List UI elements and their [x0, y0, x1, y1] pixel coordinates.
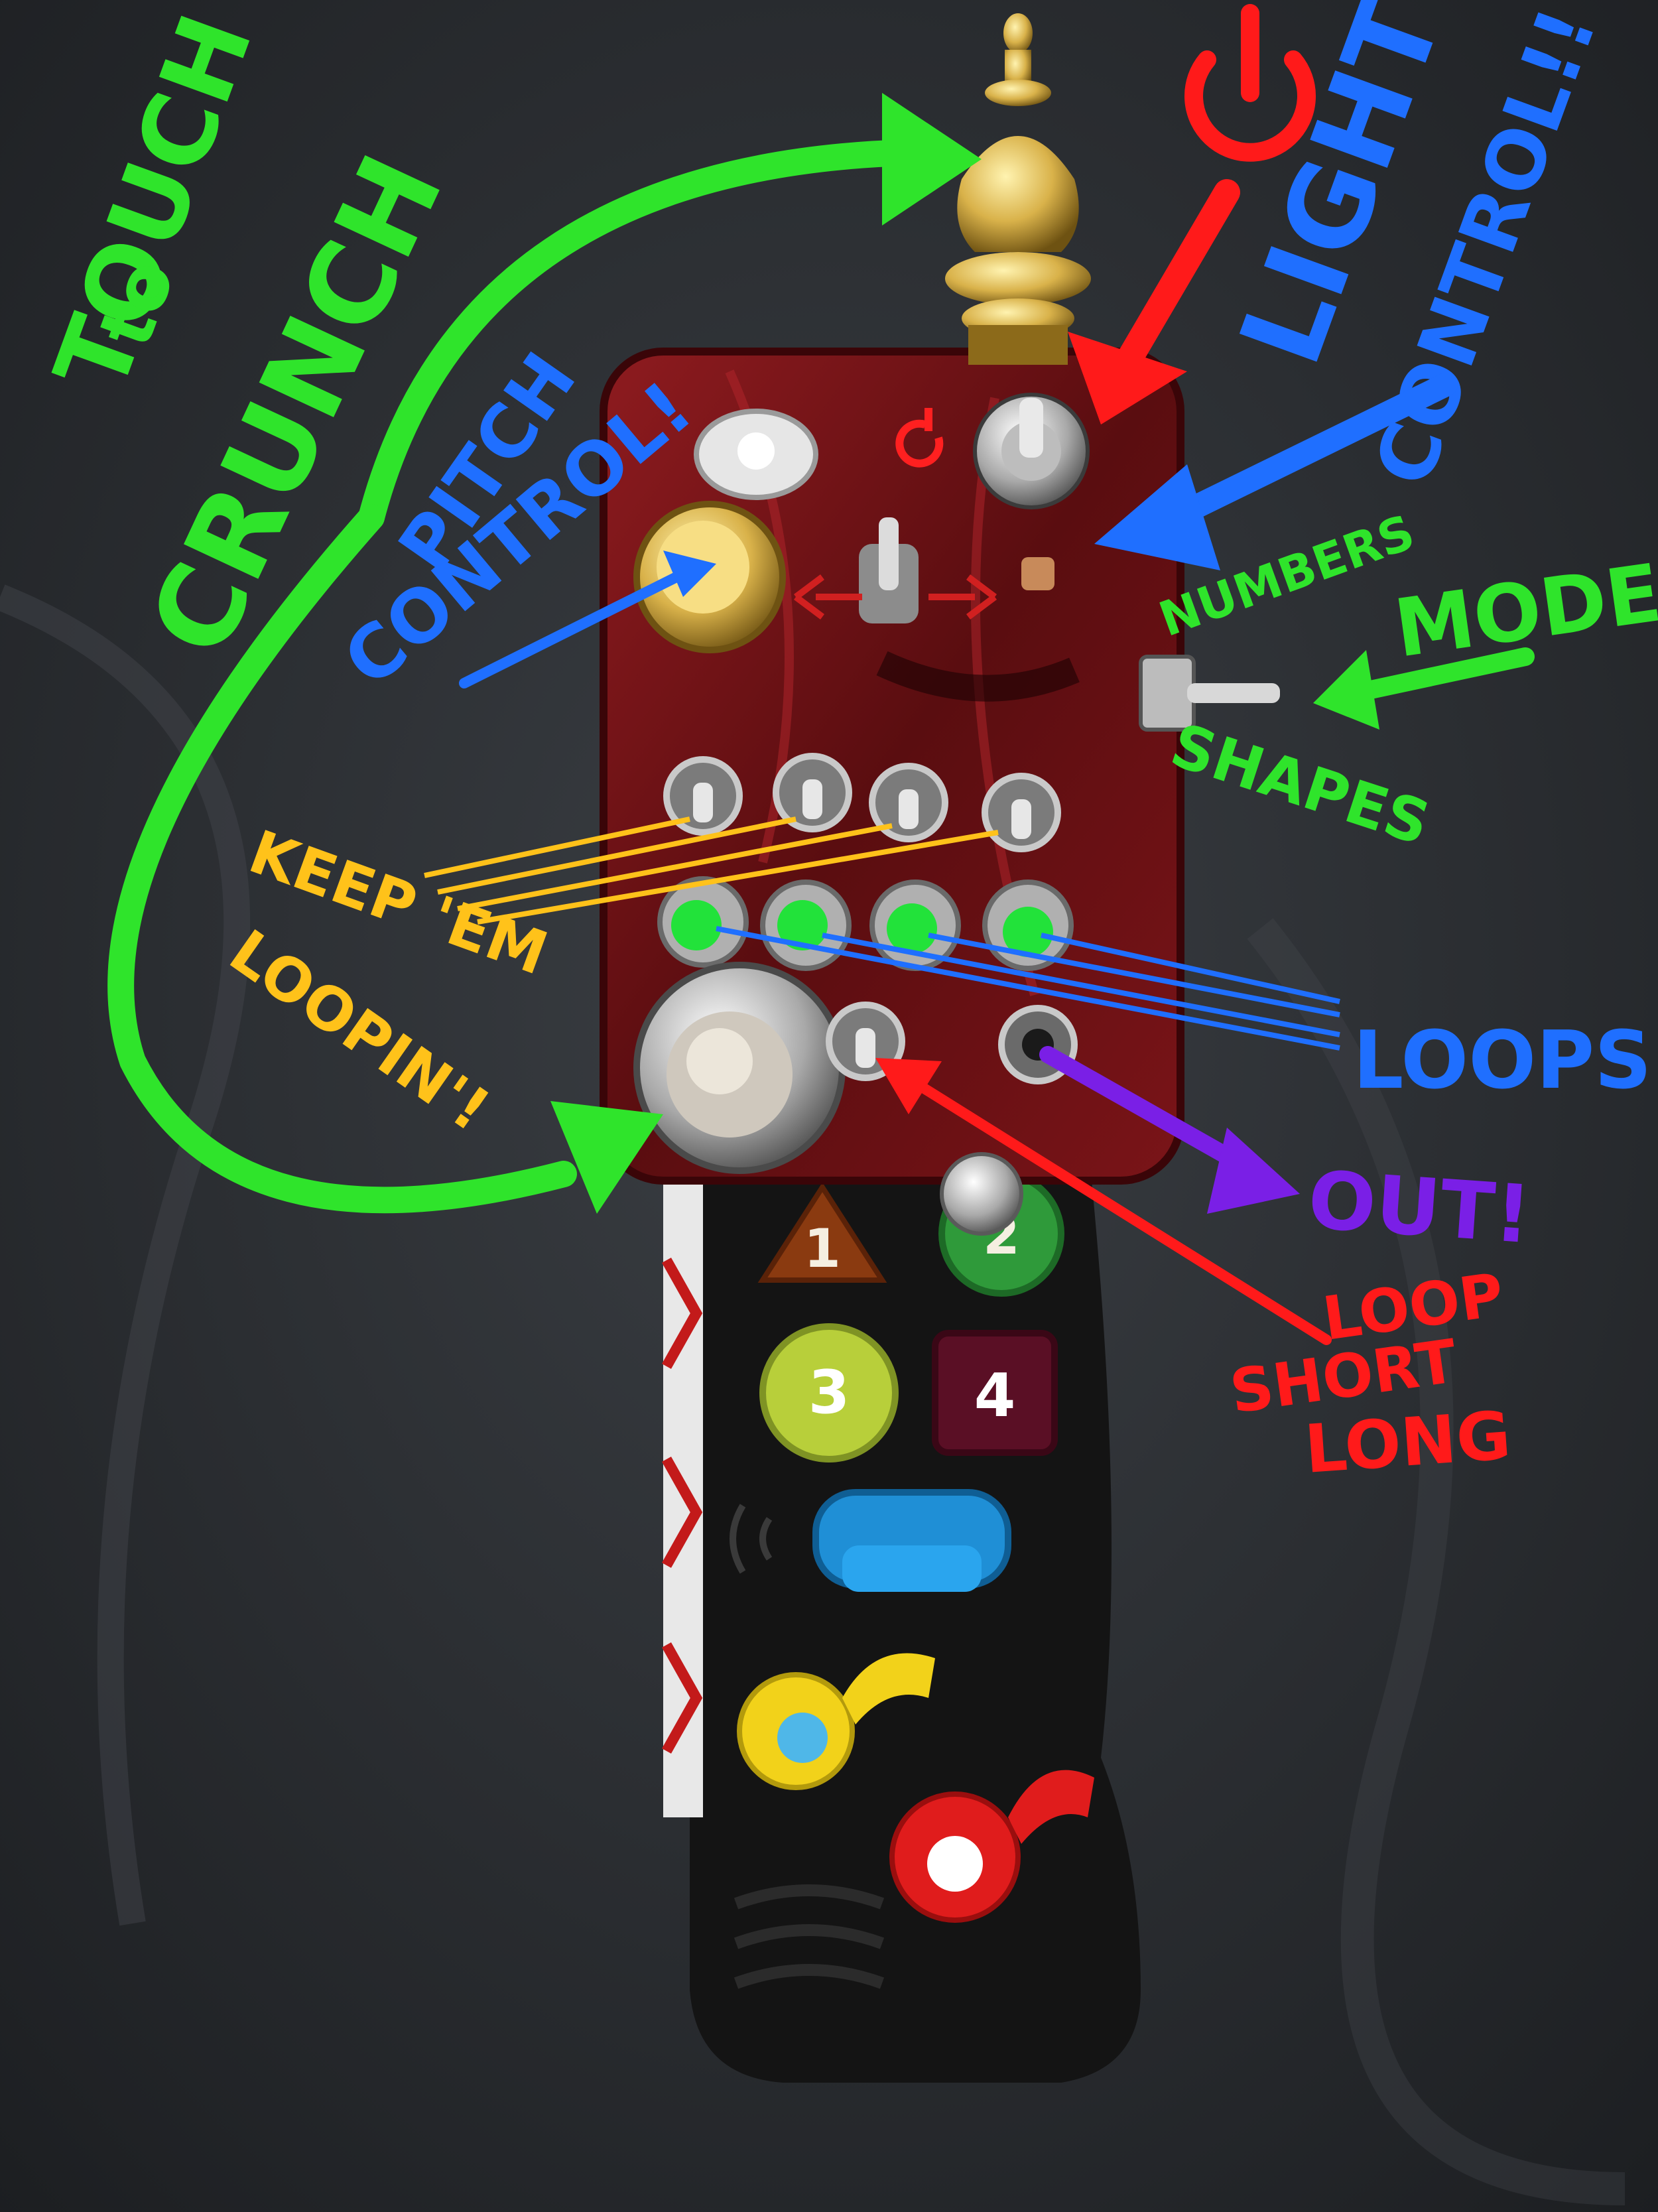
dog-icon: [927, 1836, 983, 1892]
key-3[interactable]: 3: [759, 1323, 899, 1463]
out-label: OUT!: [1305, 1154, 1534, 1262]
cloth-fold: [1247, 918, 1626, 2205]
out-arrow-head: [1207, 1128, 1300, 1214]
telephone-icon: [842, 1545, 982, 1592]
touch-crunch-arrow-bottom: [107, 504, 577, 1214]
power-arrow-head: [1068, 332, 1187, 424]
loop-toggle-2[interactable]: [773, 753, 852, 832]
clear-led: [694, 409, 818, 500]
loop-button-2[interactable]: [760, 879, 852, 971]
keep-arrow-4: [477, 830, 999, 925]
pitch-arrow-head: [663, 551, 716, 597]
loops-arrow-4: [1041, 933, 1340, 1004]
mode-arrow-head: [1313, 650, 1379, 730]
telephone-button[interactable]: [730, 1489, 1011, 1592]
chrome-button-bottom[interactable]: [940, 1152, 1023, 1236]
out-arrow: [1039, 1046, 1255, 1176]
power-symbol-annotation: [1184, 4, 1316, 162]
loops-label: LOOPS: [1353, 1015, 1652, 1107]
grip-wave: [733, 1964, 885, 1989]
red-double-arrow-left: [794, 574, 862, 619]
stomp-footswitch[interactable]: [633, 962, 846, 1174]
key-4[interactable]: 4: [932, 1330, 1058, 1456]
mode-light-toggle[interactable]: [859, 517, 919, 623]
grip-wave: [733, 1924, 885, 1949]
loop-toggle-1[interactable]: [663, 756, 743, 836]
long-label: LONG: [1303, 1397, 1513, 1488]
light-control-arrow-head: [1094, 464, 1220, 570]
light-sensor: [1021, 557, 1054, 590]
key-1-label: 1: [804, 1218, 841, 1279]
keep-arrow-1: [424, 816, 690, 878]
touch-crunch-arrow-top: [358, 139, 922, 531]
touch-crunch-arrow-top-head: [882, 93, 982, 226]
power-icon: [895, 408, 944, 468]
loop-toggle-3[interactable]: [869, 763, 948, 842]
keep-arrow-2: [437, 816, 797, 895]
loop-button-4[interactable]: [982, 879, 1074, 971]
brass-finial-touch-crunch[interactable]: [945, 13, 1091, 365]
power-toggle-switch[interactable]: [973, 393, 1090, 509]
power-arrow: [1101, 179, 1240, 398]
music-button-cat[interactable]: [737, 1653, 935, 1790]
loop-button-1[interactable]: [657, 876, 749, 968]
loop-length-arrow-head: [875, 1058, 942, 1114]
pitch-knob[interactable]: [633, 501, 786, 653]
music-button-dog[interactable]: [889, 1770, 1094, 1923]
key-4-label: 4: [974, 1361, 1016, 1431]
loop-button-3[interactable]: [869, 879, 961, 971]
loops-arrow-2: [822, 933, 1340, 1037]
loop-length-arrow: [897, 1069, 1332, 1345]
keep-arrow-3: [457, 823, 893, 911]
toy-phone-handset: [662, 1141, 1141, 2083]
key-3-label: 3: [808, 1358, 850, 1427]
loops-arrow-3: [928, 933, 1340, 1017]
red-double-arrow-right: [928, 574, 997, 619]
loops-arrow-1: [716, 926, 1340, 1051]
mode-side-switch[interactable]: [1139, 655, 1280, 732]
loop-toggle-4[interactable]: [982, 773, 1061, 852]
key-1[interactable]: 1: [757, 1182, 887, 1283]
cat-icon: [777, 1713, 828, 1763]
grip-wave: [733, 1884, 885, 1910]
touch-crunch-arrow-bottom-head: [550, 1101, 663, 1214]
pitch-arrow: [459, 565, 695, 688]
